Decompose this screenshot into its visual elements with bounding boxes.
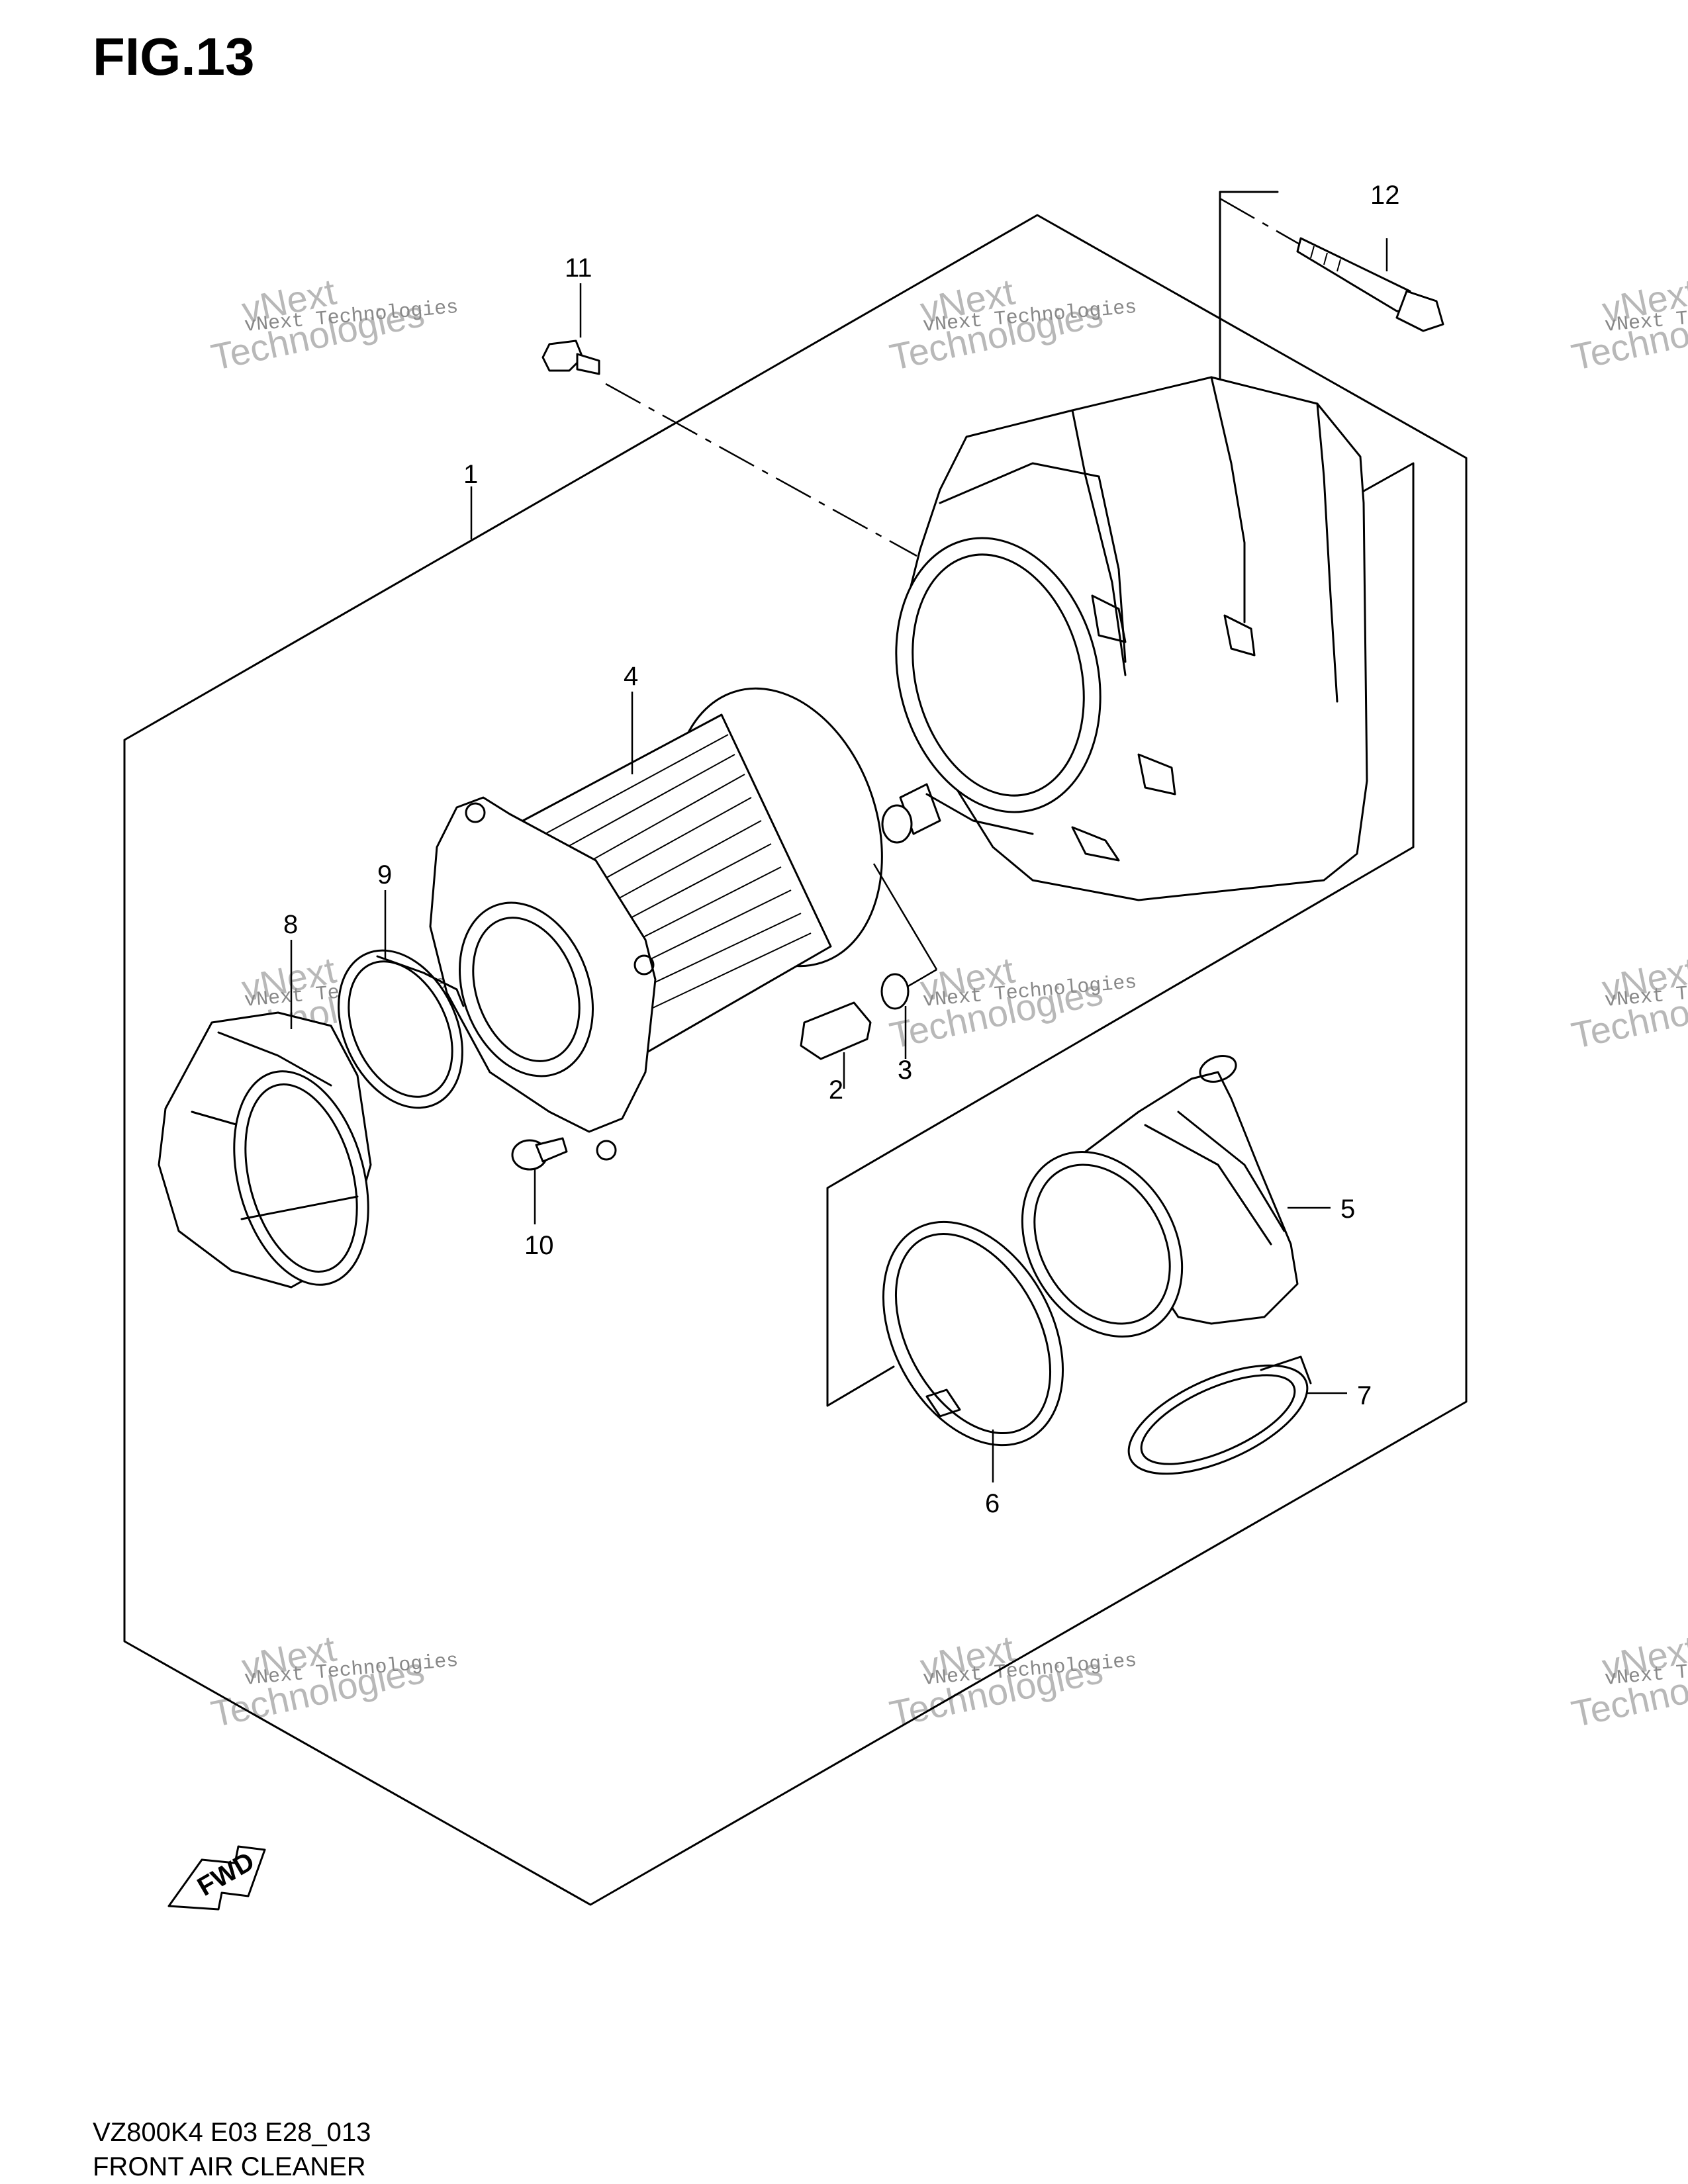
watermark-top-mid: vNext Technologies [886, 271, 1107, 379]
callout-5: 5 [1340, 1195, 1355, 1224]
callout-6: 6 [985, 1489, 1000, 1518]
seal-ring-7 [1127, 1355, 1312, 1475]
callout-10: 10 [524, 1231, 554, 1260]
callout-3: 3 [898, 1056, 912, 1085]
callout-7: 7 [1357, 1381, 1372, 1410]
forward-direction-badge: FWD [167, 1845, 266, 1911]
assembly-outline [123, 214, 1468, 1906]
figure-title: FIG.13 [93, 27, 255, 86]
callout-2: 2 [829, 1075, 843, 1105]
clamp-9 [338, 949, 465, 1109]
air-cleaner-case [881, 376, 1368, 901]
subassembly-bracket [826, 462, 1415, 1407]
drawing-code: VZ800K4 E03 E28_013 [93, 2118, 371, 2147]
leader-lines [290, 238, 1388, 1482]
callout-9: 9 [377, 860, 392, 889]
subassembly-bracket-lower [826, 1365, 895, 1407]
callout-11: 11 [565, 253, 592, 283]
callout-4: 4 [624, 662, 638, 691]
drawing-name: FRONT AIR CLEANER [93, 2152, 366, 2181]
drain-cap-2 [800, 1001, 872, 1060]
callout-8: 8 [283, 910, 298, 939]
intake-funnel [158, 1011, 372, 1289]
screw-10 [511, 1137, 568, 1171]
callout-12: 12 [1370, 181, 1400, 210]
screw-11 [541, 340, 600, 375]
screw11-axis [605, 383, 917, 557]
filter-element [429, 687, 883, 1161]
callout-labels: 1 2 3 4 5 6 7 8 9 10 11 12 [283, 181, 1400, 1518]
intake-duct-5 [1021, 1055, 1299, 1338]
callout-1: 1 [463, 460, 478, 489]
bolt-12 [1296, 237, 1444, 332]
clip-3 [872, 863, 938, 1010]
clamp-6 [882, 1220, 1064, 1447]
